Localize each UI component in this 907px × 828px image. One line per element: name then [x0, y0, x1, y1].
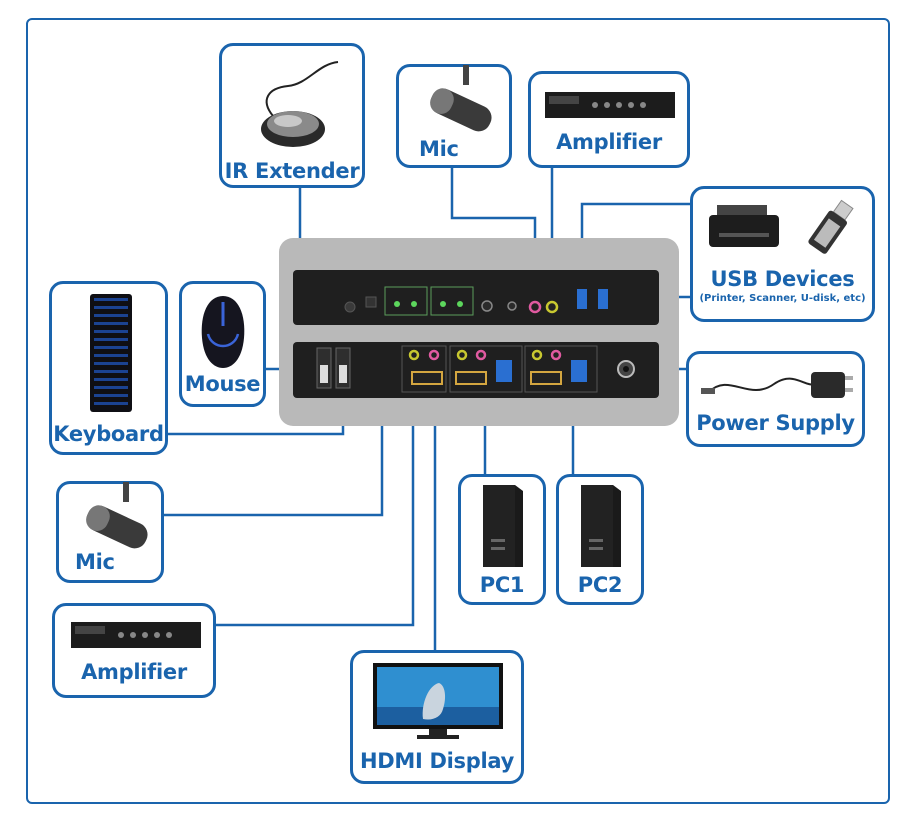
mic-bottom-label: Mic	[75, 550, 115, 574]
pc2-label: PC2	[577, 573, 623, 597]
hdmi-display-box: HDMI Display	[350, 650, 524, 784]
rear-panel	[293, 342, 659, 398]
usb-devices-box: USB Devices (Printer, Scanner, U-disk, e…	[690, 186, 875, 322]
mouse-label: Mouse	[184, 372, 261, 396]
pc1-box: PC1	[458, 474, 546, 605]
printer-icon	[709, 205, 779, 247]
mic-top-label: Mic	[419, 137, 459, 161]
keyboard-label: Keyboard	[53, 422, 164, 446]
amplifier-icon	[71, 622, 201, 648]
amplifier-top-box: Amplifier	[528, 71, 690, 168]
keyboard-box: Keyboard	[49, 281, 168, 455]
power-supply-box: Power Supply	[686, 351, 865, 447]
mouse-icon	[201, 296, 245, 368]
ir-sensor-icon	[261, 61, 339, 147]
mouse-box: Mouse	[179, 281, 266, 407]
pc-tower-icon	[581, 485, 621, 567]
amplifier-bottom-box: Amplifier	[52, 603, 216, 698]
front-panel	[293, 270, 659, 325]
pc1-label: PC1	[479, 573, 525, 597]
power-adapter-icon	[701, 372, 853, 398]
amplifier-top-label: Amplifier	[556, 130, 662, 154]
power-supply-label: Power Supply	[696, 411, 855, 435]
mic-bottom-box: Mic	[56, 481, 164, 583]
pc-tower-icon	[483, 485, 523, 567]
amplifier-bottom-label: Amplifier	[81, 660, 187, 684]
microphone-icon	[430, 65, 492, 132]
hdmi-display-label: HDMI Display	[359, 749, 514, 773]
mic-top-box: Mic	[396, 64, 512, 168]
amplifier-icon	[545, 92, 675, 118]
pc2-box: PC2	[556, 474, 644, 605]
ir-extender-label: IR Extender	[224, 159, 360, 183]
usb-devices-label: USB Devices	[710, 267, 855, 291]
usb-drive-icon	[808, 199, 854, 254]
ir-extender-box: IR Extender	[219, 43, 365, 188]
usb-devices-sublabel: (Printer, Scanner, U-disk, etc)	[699, 293, 866, 304]
monitor-icon	[373, 663, 503, 739]
line-amplifier-bottom	[216, 375, 415, 627]
keyboard-icon	[90, 294, 132, 412]
microphone-icon	[86, 482, 148, 549]
diagram-frame	[26, 18, 890, 804]
